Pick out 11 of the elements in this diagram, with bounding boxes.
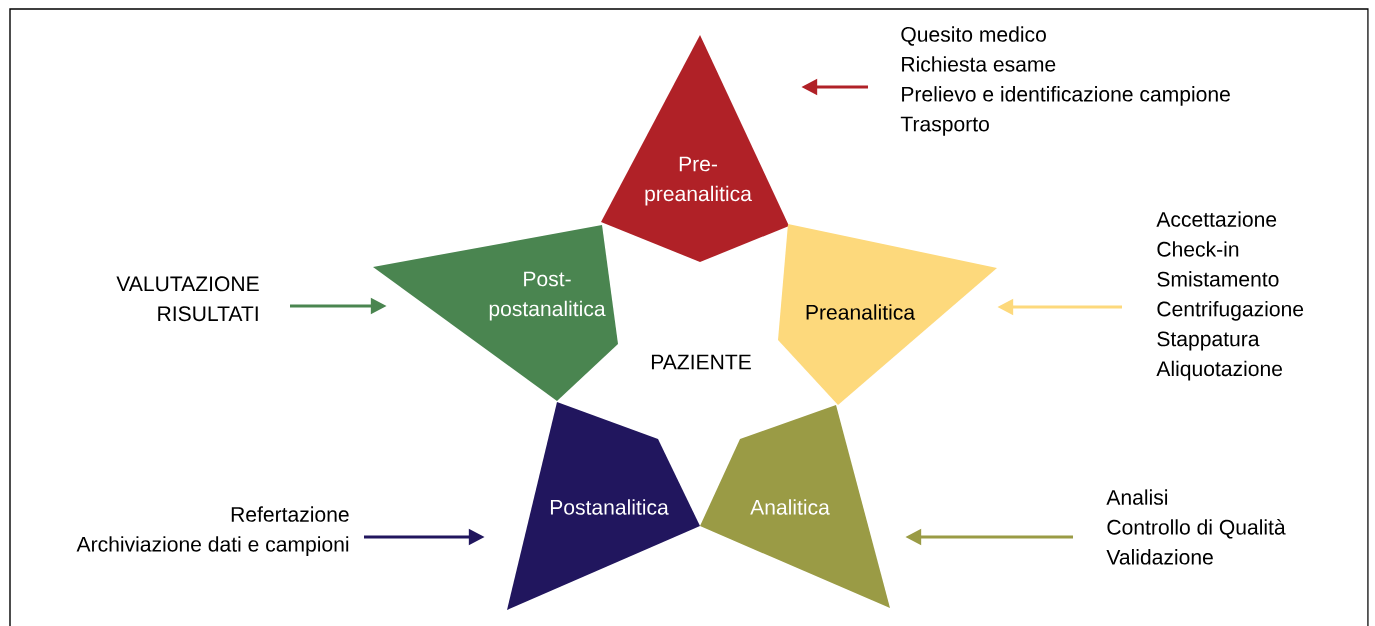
- star-segment: Postanalitica: [507, 402, 700, 610]
- star-segment: Pre-preanalitica: [601, 35, 789, 262]
- star-segment: Preanalitica: [778, 224, 997, 405]
- step-list: Refertazione Archiviazione dati e campioni: [76, 506, 349, 556]
- step-list: Analisi Controllo di Qualità Validazione: [1106, 489, 1286, 565]
- star-segment: Post-postanalitica: [373, 225, 618, 401]
- step-list: VALUTAZIONE RISULTATI: [116, 276, 259, 322]
- star-segment: Analitica: [700, 405, 890, 608]
- center-label: PAZIENTE: [651, 354, 751, 370]
- step-list: Quesito medico Richiesta esame Prelievo e identificazione campione Trasporto: [900, 26, 1230, 136]
- step-list: Accettazione Check-in Smistamento Centrifugazione Stappatura Aliquotazione: [1156, 211, 1304, 381]
